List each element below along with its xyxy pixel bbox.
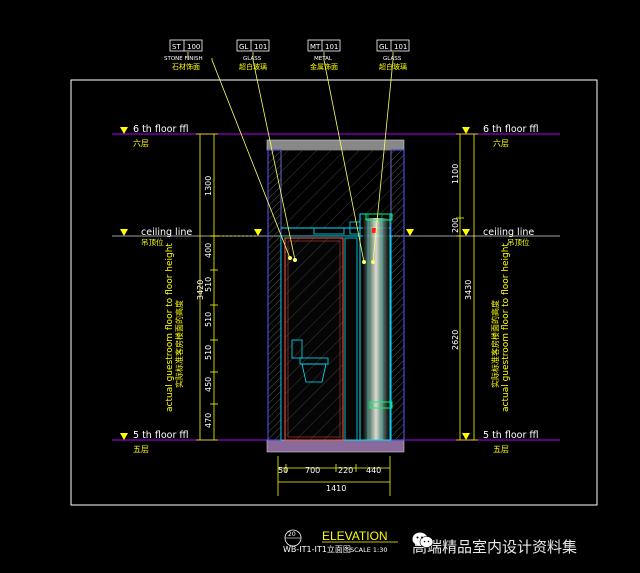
- svg-text:金属饰面: 金属饰面: [310, 62, 338, 71]
- elevation-body: [266, 139, 405, 453]
- material-tag-metal: MT 101 METAL 金属饰面: [307, 39, 341, 71]
- top-slab: [266, 139, 405, 151]
- dim-bottom-part-3: 220: [338, 466, 353, 475]
- title-name: ELEVATION: [322, 529, 388, 543]
- material-tag-glass-2: GL 101 GLASS 超白玻璃: [376, 39, 410, 71]
- dimensions-right: [456, 133, 478, 441]
- dim-left-part-3: 510: [204, 312, 213, 327]
- svg-text:GL: GL: [239, 43, 248, 51]
- left-wall: [267, 149, 282, 441]
- bottom-slab: [266, 439, 405, 453]
- dim-right-lower: 2620: [451, 330, 460, 350]
- side-label-left-cn: 实际标准客房楼面的高度: [174, 300, 184, 388]
- svg-text:STONE FINISH: STONE FINISH: [164, 56, 203, 62]
- red-marker: [372, 228, 376, 233]
- svg-text:GLASS: GLASS: [383, 56, 402, 62]
- dimension-text-bottom: 50 700 220 440 1410: [278, 466, 381, 493]
- dim-left-part-1: 400: [204, 243, 213, 258]
- level-label-ceiling-left-cn: 吊顶位: [141, 237, 164, 247]
- dim-left-part-2: 510: [204, 277, 213, 292]
- dimension-text-right: 1100 200 3430 2620: [451, 164, 473, 350]
- dim-right-top: 1100: [451, 164, 460, 184]
- dim-bottom-part-2: 700: [305, 466, 320, 475]
- material-tags: ST 100 STONE FINISH 石材饰面 GL 101 GLASS 超白…: [164, 39, 410, 71]
- svg-text:METAL: METAL: [314, 56, 333, 62]
- svg-text:ST: ST: [172, 43, 181, 51]
- dim-left-part-6: 470: [204, 413, 213, 428]
- title-number: 20: [288, 531, 296, 538]
- level-label-top-left: 6 th floor ffl: [133, 124, 189, 135]
- right-wall: [390, 149, 405, 441]
- level-label-ceiling-right-cn: 吊顶位: [507, 237, 530, 247]
- ceiling-void: [280, 149, 392, 229]
- dimensions-bottom: [277, 456, 391, 496]
- material-tag-stone: ST 100 STONE FINISH 石材饰面: [164, 39, 203, 71]
- level-label-top-right: 6 th floor ffl: [483, 124, 539, 135]
- level-label-top-left-cn: 六层: [133, 138, 149, 148]
- level-label-bottom-right-cn: 五层: [493, 445, 509, 454]
- level-label-top-right-cn: 六层: [493, 138, 509, 148]
- watermark: 高端精品室内设计资料集: [412, 531, 632, 561]
- dim-right-mid: 200: [451, 218, 460, 233]
- dim-bottom-part-1: 50: [278, 466, 288, 475]
- title-block: 20 ELEVATION WB-IT1-IT1立面图 SCALE 1:30: [283, 529, 398, 554]
- svg-text:超白玻璃: 超白玻璃: [379, 62, 407, 71]
- svg-text:超白玻璃: 超白玻璃: [239, 62, 267, 71]
- dim-left-top: 1300: [204, 176, 213, 196]
- level-label-ceiling-left: ceiling line: [141, 227, 192, 238]
- level-label-bottom-left-cn: 五层: [133, 445, 149, 454]
- side-label-right-en: actual guestroom floor to floor height: [501, 243, 511, 412]
- svg-text:101: 101: [325, 43, 338, 51]
- leader-dots: [288, 256, 375, 264]
- svg-text:GLASS: GLASS: [243, 56, 262, 62]
- dimension-text-left: 3420 1300 400 510 510 510 450 470: [196, 176, 213, 428]
- leader-lines: [187, 52, 394, 263]
- title-scale: SCALE 1:30: [350, 546, 388, 554]
- level-label-ceiling-right: ceiling line: [483, 227, 534, 238]
- dim-bottom-part-4: 440: [366, 466, 381, 475]
- dim-left-part-5: 450: [204, 377, 213, 392]
- dim-right-overall: 3430: [464, 280, 473, 300]
- watermark-text: 高端精品室内设计资料集: [412, 537, 578, 556]
- svg-text:100: 100: [187, 43, 200, 51]
- dim-left-overall: 3420: [196, 280, 205, 300]
- svg-text:101: 101: [394, 43, 407, 51]
- dim-bottom-total: 1410: [326, 484, 346, 493]
- svg-text:101: 101: [254, 43, 267, 51]
- svg-text:石材饰面: 石材饰面: [172, 62, 200, 71]
- glass-column: [363, 218, 389, 440]
- green-trim-bottom: [369, 401, 393, 409]
- dim-left-part-4: 510: [204, 345, 213, 360]
- basin-fixture: [291, 339, 329, 383]
- side-label-left-en: actual guestroom floor to floor height: [165, 243, 175, 412]
- dimensions-left: [196, 133, 258, 441]
- title-ref: WB-IT1-IT1立面图: [283, 544, 351, 554]
- material-tag-glass-1: GL 101 GLASS 超白玻璃: [236, 39, 270, 71]
- svg-text:MT: MT: [310, 43, 321, 51]
- wechat-icon: [412, 532, 434, 548]
- svg-text:GL: GL: [379, 43, 388, 51]
- side-labels: actual guestroom floor to floor height 实…: [165, 243, 511, 412]
- level-label-bottom-left: 5 th floor ffl: [133, 430, 189, 441]
- level-markers: [120, 127, 470, 440]
- ceiling-fixture: [313, 227, 345, 235]
- level-labels: 6 th floor ffl 六层 6 th floor ffl 六层 ceil…: [133, 124, 539, 454]
- green-trim-top: [365, 213, 393, 221]
- drawing-frame: [70, 79, 598, 506]
- level-label-bottom-right: 5 th floor ffl: [483, 430, 539, 441]
- glass-door-panel: [284, 237, 344, 441]
- side-label-right-cn: 实际标准客房楼面的高度: [490, 300, 500, 388]
